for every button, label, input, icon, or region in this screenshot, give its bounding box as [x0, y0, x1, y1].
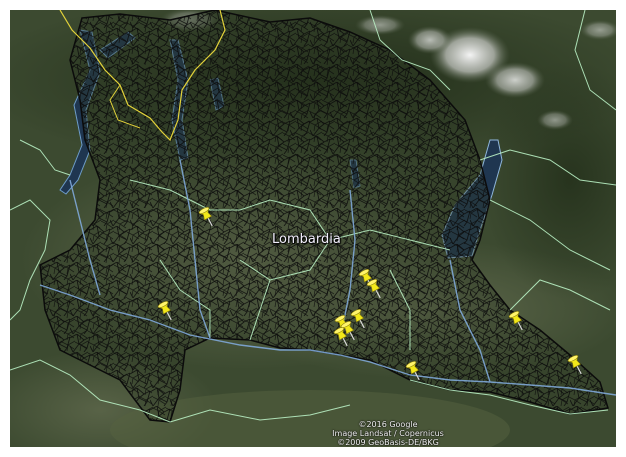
pushpin-icon[interactable] — [567, 354, 586, 376]
pushpin-icon[interactable] — [350, 308, 369, 330]
pushpin-icon[interactable] — [508, 310, 527, 332]
attribution-line: ©2016 Google — [358, 420, 418, 429]
pushpin-icon[interactable] — [340, 320, 359, 342]
attribution-line: Image Landsat / Copernicus — [332, 429, 444, 438]
map-attribution: ©2016 Google Image Landsat / Copernicus … — [318, 420, 458, 447]
region-label[interactable]: Lombardia — [272, 232, 341, 247]
pushpin-icon[interactable] — [366, 278, 385, 300]
satellite-map — [10, 10, 616, 447]
pushpin-icon[interactable] — [198, 206, 217, 228]
map-view[interactable]: Lombardia ©2016 Google Image Landsat / C… — [10, 10, 616, 447]
attribution-line: ©2009 GeoBasis-DE/BKG — [337, 438, 439, 447]
pushpin-icon[interactable] — [405, 360, 424, 382]
pins-layer — [157, 206, 586, 382]
pushpin-icon[interactable] — [157, 300, 176, 322]
